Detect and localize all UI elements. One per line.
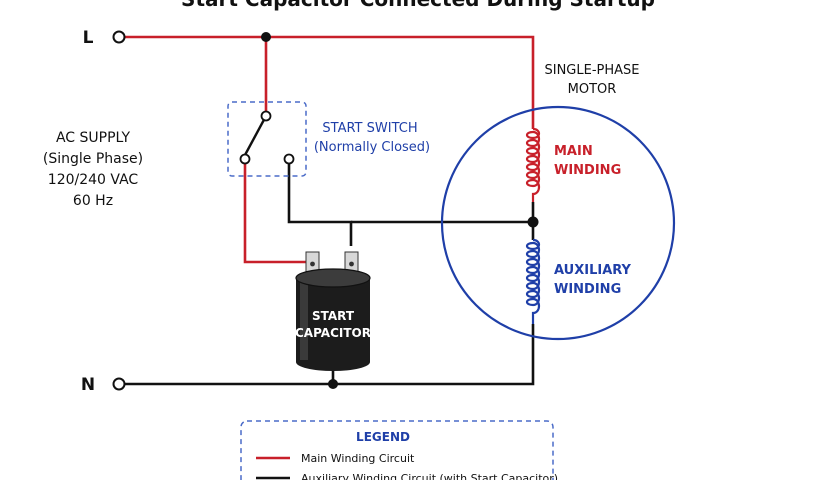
- legend: LEGEND Main Winding Circuit Auxiliary Wi…: [240, 420, 558, 480]
- capacitor-label-line-2: CAPACITOR: [295, 326, 371, 340]
- switch-to-capacitor-wire: [243, 160, 312, 264]
- aux-winding-label-line-1: AUXILIARY: [554, 263, 632, 278]
- switch-left-contact: [239, 153, 251, 165]
- legend-item-aux: Auxiliary Winding Circuit (with Start Ca…: [301, 472, 558, 480]
- switch-box: [227, 101, 307, 177]
- switch-blade: [243, 115, 268, 156]
- capacitor-label-line-1: START: [312, 309, 355, 323]
- start-switch-sublabel: (Normally Closed): [314, 140, 430, 155]
- diagram-title: Start Capacitor Connected During Startup: [181, 0, 655, 11]
- junction-dot-line: [261, 32, 271, 42]
- neutral-terminal: [112, 377, 126, 391]
- auxiliary-winding-coil: [525, 238, 541, 324]
- supply-line-4: 60 Hz: [73, 193, 113, 209]
- start-switch-label: START SWITCH: [322, 121, 417, 136]
- start-capacitor: START CAPACITOR: [295, 251, 371, 371]
- legend-box: [240, 420, 554, 480]
- neutral-wire: [125, 324, 535, 386]
- legend-item-main: Main Winding Circuit: [301, 452, 415, 465]
- capacitor-terminal-left-hole: [310, 261, 315, 267]
- motor-label-line-2: MOTOR: [568, 82, 617, 97]
- aux-winding-label-line-2: WINDING: [554, 282, 621, 297]
- motor-label-line-1: SINGLE-PHASE: [544, 63, 639, 78]
- switch-to-capacitor-black-wire: [287, 160, 353, 246]
- junction-dot-neutral: [328, 379, 338, 389]
- supply-line-1: AC SUPPLY: [56, 130, 131, 146]
- motor-housing: [440, 105, 676, 341]
- main-winding-label-line-2: WINDING: [554, 163, 621, 178]
- line-to-main-winding-wire: [125, 35, 535, 129]
- main-winding-coil: [525, 127, 541, 202]
- switch-pivot-contact: [260, 110, 272, 122]
- supply-line-2: (Single Phase): [43, 151, 143, 167]
- capacitor-highlight: [300, 282, 308, 360]
- legend-title: LEGEND: [356, 430, 410, 444]
- line-terminal: [112, 30, 126, 44]
- capacitor-terminal-right-hole: [349, 261, 354, 267]
- capacitor-body: [296, 278, 370, 371]
- start-switch: [227, 101, 307, 177]
- switch-right-contact: [283, 153, 295, 165]
- line-terminal-label: L: [83, 28, 94, 48]
- ac-supply-label: AC SUPPLY (Single Phase) 120/240 VAC 60 …: [43, 130, 143, 209]
- capacitor-top: [295, 268, 371, 288]
- junction-dot-motor: [527, 216, 539, 228]
- supply-line-3: 120/240 VAC: [48, 172, 139, 188]
- neutral-terminal-label: N: [81, 375, 95, 395]
- main-winding-label-line-1: MAIN: [554, 144, 593, 159]
